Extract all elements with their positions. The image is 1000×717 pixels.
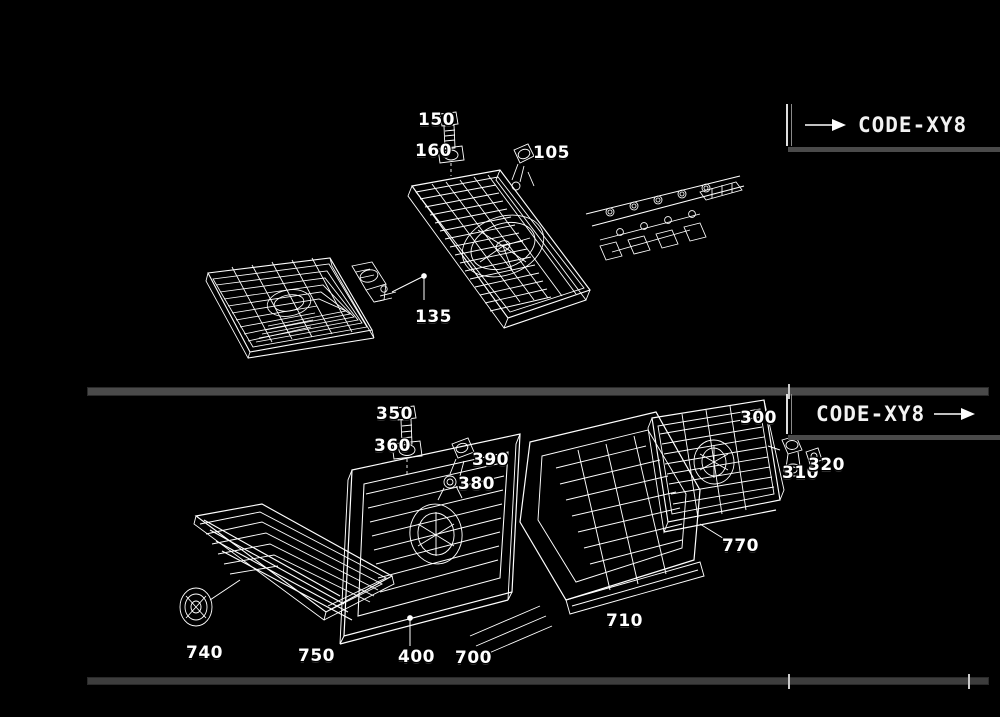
callout-300: 300 xyxy=(740,408,777,428)
code-banner-top: CODE-XY8 xyxy=(786,104,1000,152)
divider-tick xyxy=(788,384,790,399)
divider-tick xyxy=(788,674,790,689)
lower-emblem-740 xyxy=(179,579,241,627)
section-divider-middle xyxy=(88,384,988,399)
banner-rule xyxy=(786,394,788,434)
code-banner-bottom: CODE-XY8 xyxy=(786,394,1000,440)
callout-160: 160 xyxy=(415,141,452,161)
callout-390: 390 xyxy=(472,450,509,470)
callout-710: 710 xyxy=(606,611,643,631)
upper-bracket-cluster xyxy=(351,261,427,303)
banner-rule xyxy=(786,104,788,146)
divider-tick xyxy=(968,674,970,689)
arrow-right-icon xyxy=(804,117,850,133)
upper-right-hardware xyxy=(585,175,745,261)
banner-rule-inner xyxy=(791,394,792,434)
callout-320: 320 xyxy=(808,455,845,475)
lower-left-slat-panel xyxy=(193,503,395,621)
callout-400: 400 xyxy=(398,647,435,667)
upper-fastener-105 xyxy=(511,143,535,191)
callout-700: 700 xyxy=(455,648,492,668)
callout-310: 310 xyxy=(782,463,819,483)
callout-135: 135 xyxy=(415,307,452,327)
upper-left-grille xyxy=(205,257,375,360)
banner-rule-inner xyxy=(791,104,792,146)
lower-right-frame xyxy=(519,411,705,615)
lower-leader-400 xyxy=(407,615,413,646)
callout-105: 105 xyxy=(533,143,570,163)
callout-750: 750 xyxy=(298,646,335,666)
callout-380: 380 xyxy=(458,474,495,494)
callout-770: 770 xyxy=(722,536,759,556)
banner-underbar xyxy=(788,435,1000,440)
section-divider-bottom xyxy=(88,674,988,689)
code-banner-label: CODE-XY8 xyxy=(816,402,926,426)
callout-350: 350 xyxy=(376,404,413,424)
banner-underbar xyxy=(788,147,1000,152)
callout-740: 740 xyxy=(186,643,223,663)
callout-360: 360 xyxy=(374,436,411,456)
upper-radiator-core xyxy=(407,169,591,329)
code-banner-label: CODE-XY8 xyxy=(858,113,968,137)
arrow-right-icon xyxy=(933,406,979,422)
callout-150: 150 xyxy=(418,110,455,130)
lower-fastener-390 xyxy=(449,437,475,477)
